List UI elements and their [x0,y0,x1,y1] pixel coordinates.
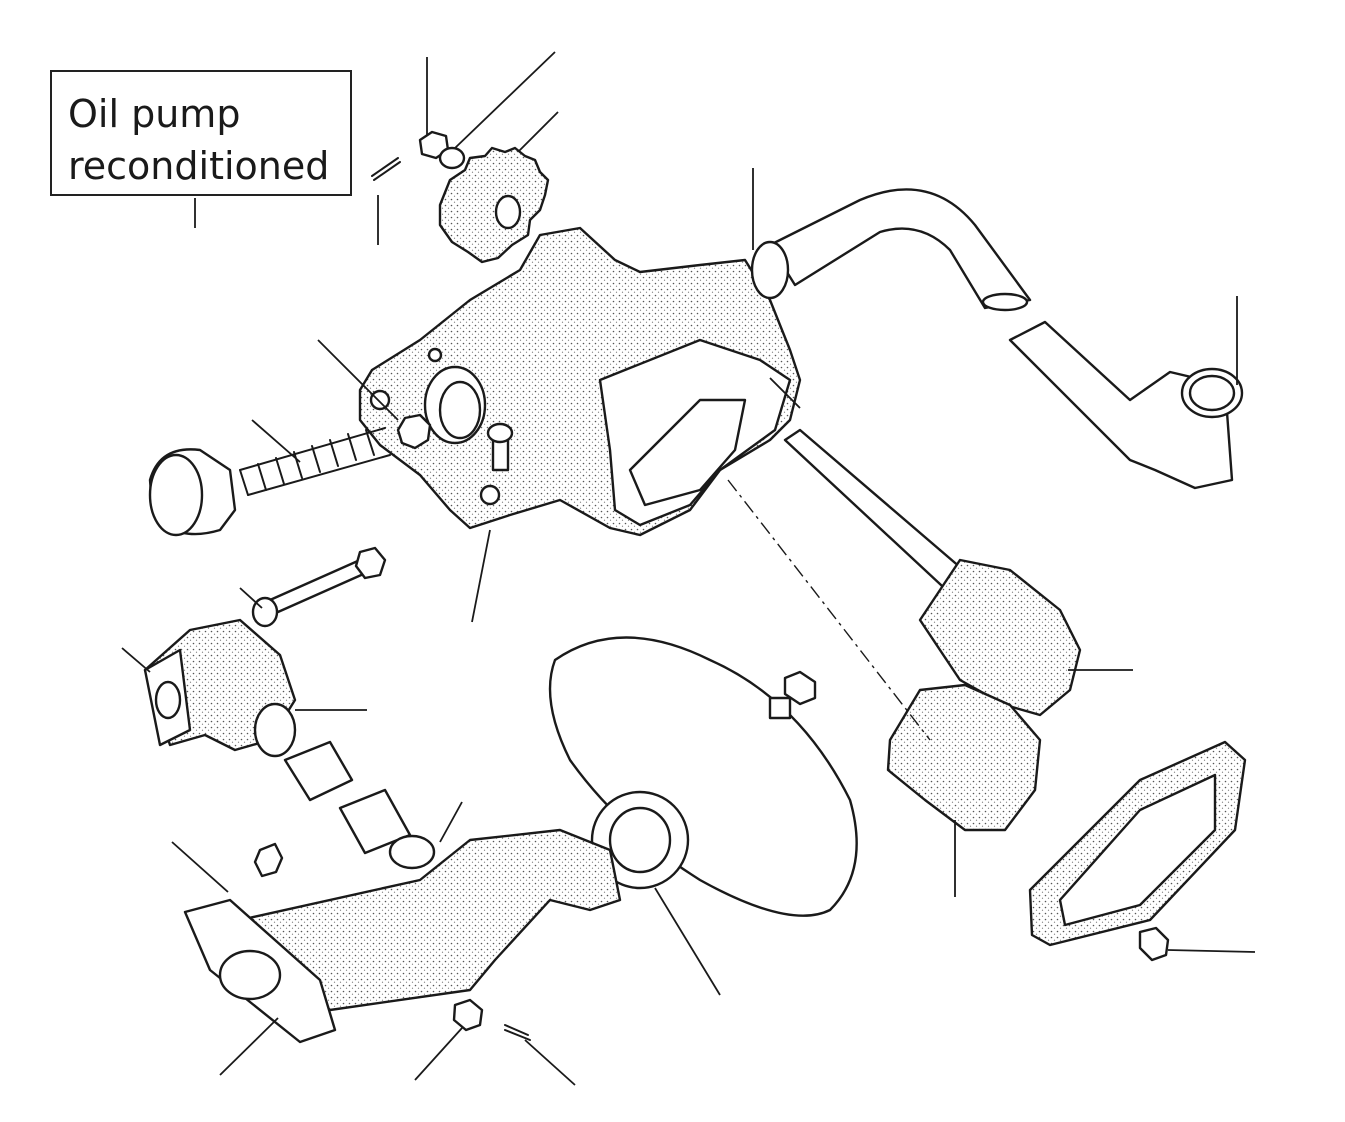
hose-o-ring [388,834,436,870]
strainer-nut [783,670,817,706]
bolt-hole-3 [427,347,443,363]
bolt-hole-2 [479,484,501,506]
label-line-2: reconditioned [68,144,330,188]
long-bolt-group [239,546,387,628]
pump-body [317,226,802,623]
inlet-elbow-group [121,618,463,870]
bolt-hole-1 [369,389,391,411]
rubber-hose-1 [283,740,354,802]
label-box: Oil pump reconditioned [50,70,352,196]
rotor-shaft [783,428,977,600]
assembly-axis [727,479,931,741]
cover-bolt [1138,926,1170,962]
label-line-1: Oil pump [68,92,241,136]
strainer-group [548,636,858,996]
outer-rotor [886,683,1042,832]
relief-valve-group [148,419,391,537]
gear-washer [438,146,466,170]
elbow-o-ring [253,702,297,758]
split-pin-bottom [504,1024,531,1041]
delivery-pipe-upper [750,168,1032,312]
cover-plate-group [1028,740,1256,962]
gear-bore [494,194,522,230]
drive-gear-group [418,51,559,264]
relief-spring [239,427,391,496]
pump-cavity [628,398,747,507]
delivery-pipe-lower [1008,296,1244,490]
suction-bolt [253,842,284,878]
long-bolt [268,558,370,614]
suction-pipe [171,828,622,1076]
relief-valve-cap [396,413,432,450]
castle-nut [452,998,484,1032]
pipe-seal-ring [750,240,790,300]
bottom-fasteners [414,998,576,1086]
drive-gear [438,146,550,264]
rotor-assembly [727,377,1133,897]
split-pin-top [371,157,401,245]
